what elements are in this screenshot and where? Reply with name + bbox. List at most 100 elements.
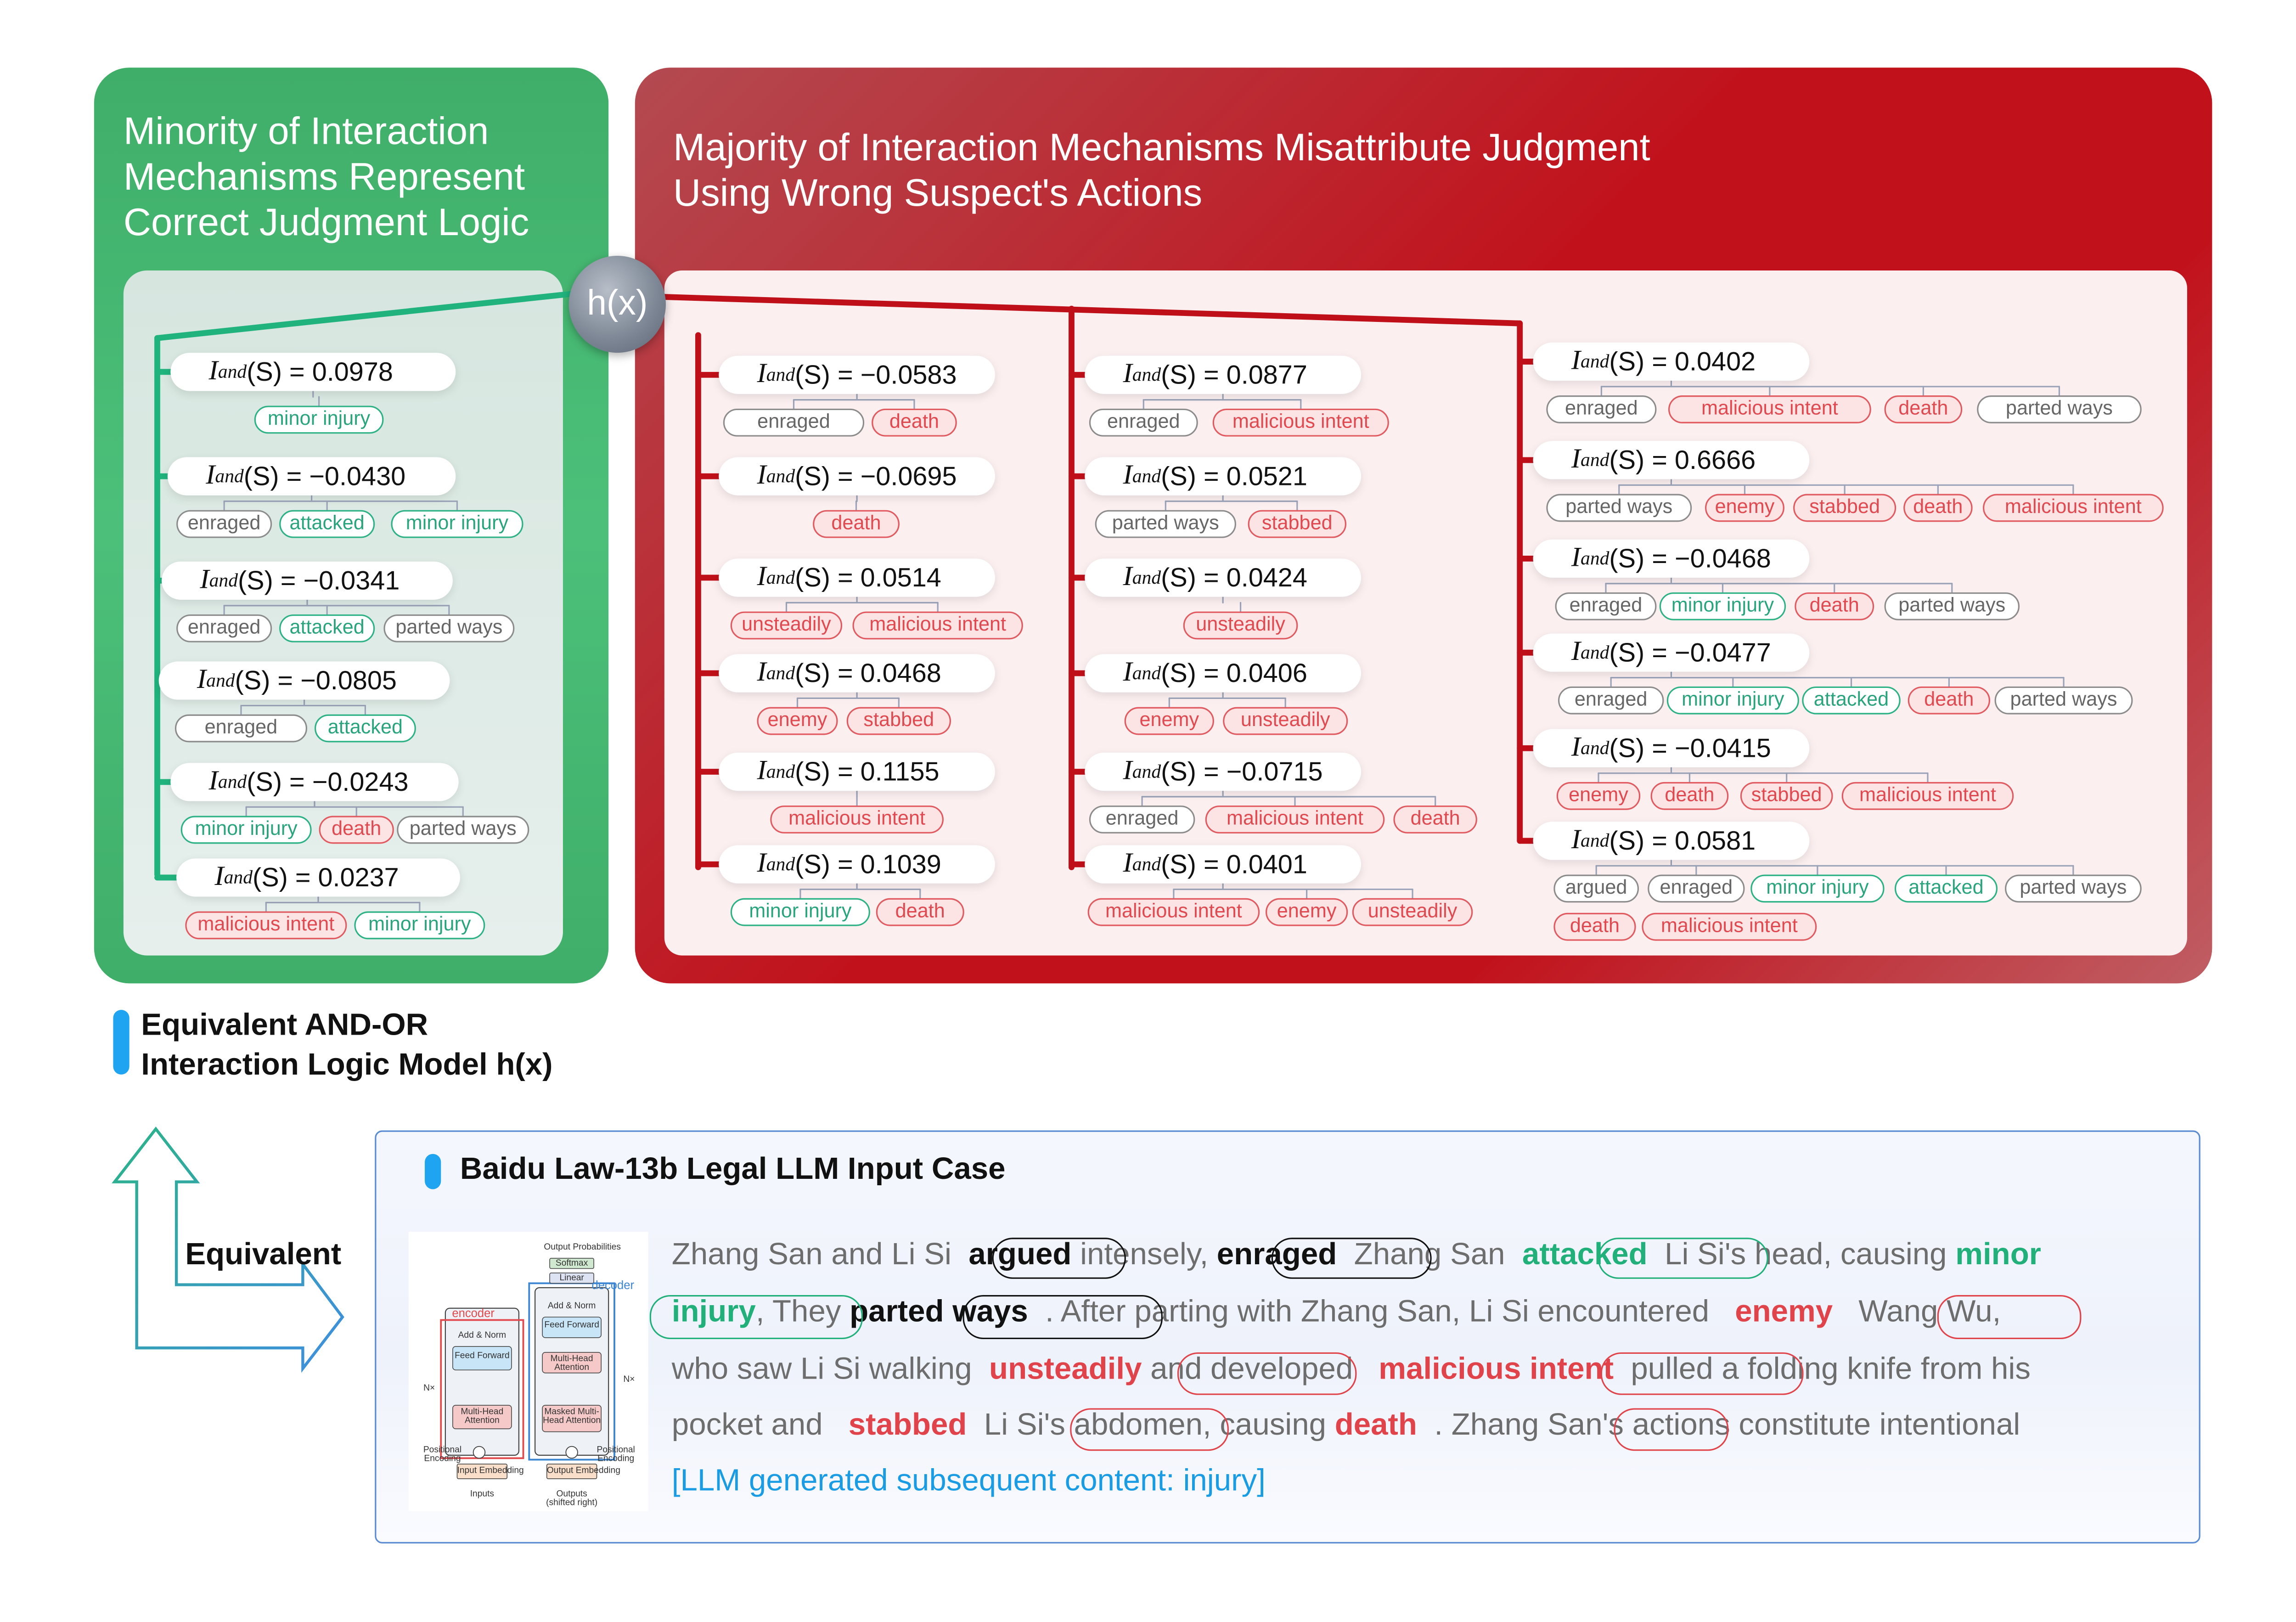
keyword-pill: minor injury [1666,686,1799,715]
node-subscript: and [1132,661,1161,684]
keyword-pill: death [1795,592,1874,620]
connector [154,291,574,341]
keyword-pill: malicious intent [1983,494,2164,522]
node-symbol: I [1123,657,1132,688]
case-keyword: attacked [1522,1238,1648,1272]
node-symbol: I [1571,345,1581,377]
tf-pos-enc-right: Positional Encoding [597,1446,635,1464]
keyword-pill: unsteadily [730,611,843,640]
keyword-pill: minor injury [180,816,312,844]
keyword-pill: minor injury [391,510,523,538]
tf-enc-addnorm: Add & Norm [458,1332,506,1341]
keyword-pill: death [813,510,900,538]
keyword-pill: malicious intent [1642,912,1817,941]
node-symbol: I [1571,444,1581,475]
keyword-pill: enraged [174,714,307,743]
node-symbol: I [208,766,218,797]
tf-dec-masked-mha: Masked Multi-Head Attention [543,1408,601,1426]
case-keyword: parted [850,1295,944,1329]
node-arg: (S) = [1609,732,1675,762]
keyword-pill: enraged [1089,408,1198,437]
interaction-value: 0.6666 [1674,445,1756,474]
keyword-pill: parted ways [1977,395,2142,423]
node-arg: (S) = [1161,461,1227,490]
node-subscript: and [766,661,795,684]
case-title-marker [425,1154,441,1189]
node-subscript: and [218,770,247,793]
case-keyword: minor [1955,1238,2041,1272]
keyword-pill: attacked [314,714,416,743]
keyword-pill: death [1903,494,1973,522]
interaction-value: 0.1039 [860,849,941,879]
keyword-pill: malicious intent [1205,805,1385,834]
node-subscript: and [1132,852,1161,875]
keyword-pill: attacked [1894,874,1998,903]
interaction-value: 0.0237 [318,862,399,892]
correct-logic-title: Minority of Interaction Mechanisms Repre… [123,108,529,244]
node-subscript: and [1581,448,1609,471]
interaction-value: 0.0406 [1226,658,1307,687]
keyword-pill: enemy [1265,898,1348,926]
case-text-span: Zhang San and Li Si [671,1238,969,1272]
node-arg: (S) = [1609,543,1675,573]
keyword-pill: malicious intent [1212,408,1389,437]
tf-softmax: Softmax [555,1260,588,1269]
case-keyword: enemy [1735,1295,1833,1329]
node-subscript: and [1581,736,1609,759]
interaction-value: −0.0243 [312,766,409,796]
node-arg: (S) = [1161,756,1227,786]
interaction-value: 0.0424 [1226,562,1307,592]
node-subscript: and [766,363,795,385]
tf-output-probs: Output Probabilities [544,1243,621,1253]
node-arg: (S) = [1609,346,1675,376]
keyword-pill: parted ways [383,614,515,642]
case-keyword: malicious intent [1379,1352,1614,1386]
oval-enemy [1937,1295,2082,1340]
keyword-pill: stabbed [1248,510,1347,538]
interaction-value: 0.0402 [1674,346,1756,376]
keyword-pill: argued [1553,874,1639,903]
keyword-pill: parted ways [1994,686,2133,715]
interaction-value: −0.0468 [1674,543,1771,573]
node-symbol: I [1123,359,1132,390]
keyword-pill: enemy [1124,707,1214,735]
keyword-pill: parted ways [1095,510,1236,538]
node-subscript: and [766,852,795,875]
oval-parted-ways [962,1295,1163,1340]
node-arg: (S) = [795,849,861,879]
node-subscript: and [1581,349,1609,372]
node-arg: (S) = [247,356,312,386]
tf-output-emb: Output Embedding [546,1467,620,1476]
keyword-pill: enraged [1089,805,1195,834]
node-symbol: I [757,755,766,787]
case-text-span: pocket and [671,1408,849,1442]
keyword-pill: attacked [1802,686,1901,715]
node-symbol: I [200,564,209,596]
tf-input-emb: Input Embedding [457,1467,524,1476]
case-line-1: Zhang San and Li Si argued intensely, en… [672,1238,2041,1273]
node-subscript: and [218,360,247,383]
keyword-pill: death [319,816,394,844]
keyword-pill: death [876,898,964,926]
tf-dec-ff: Feed Forward [544,1321,599,1330]
node-subscript: and [1581,641,1609,663]
keyword-pill: minor injury [354,911,485,940]
keyword-pill: death [1650,782,1729,810]
node-symbol: I [206,460,215,491]
equivalent-arrow [112,1126,344,1373]
keyword-pill: stabbed [1740,782,1833,810]
node-arg: (S) = [1161,562,1227,592]
node-arg: (S) = [1609,825,1675,855]
case-keyword: stabbed [848,1408,967,1442]
keyword-pill: parted ways [397,816,529,844]
legend-line-2: Interaction Logic Model h(x) [141,1048,553,1082]
